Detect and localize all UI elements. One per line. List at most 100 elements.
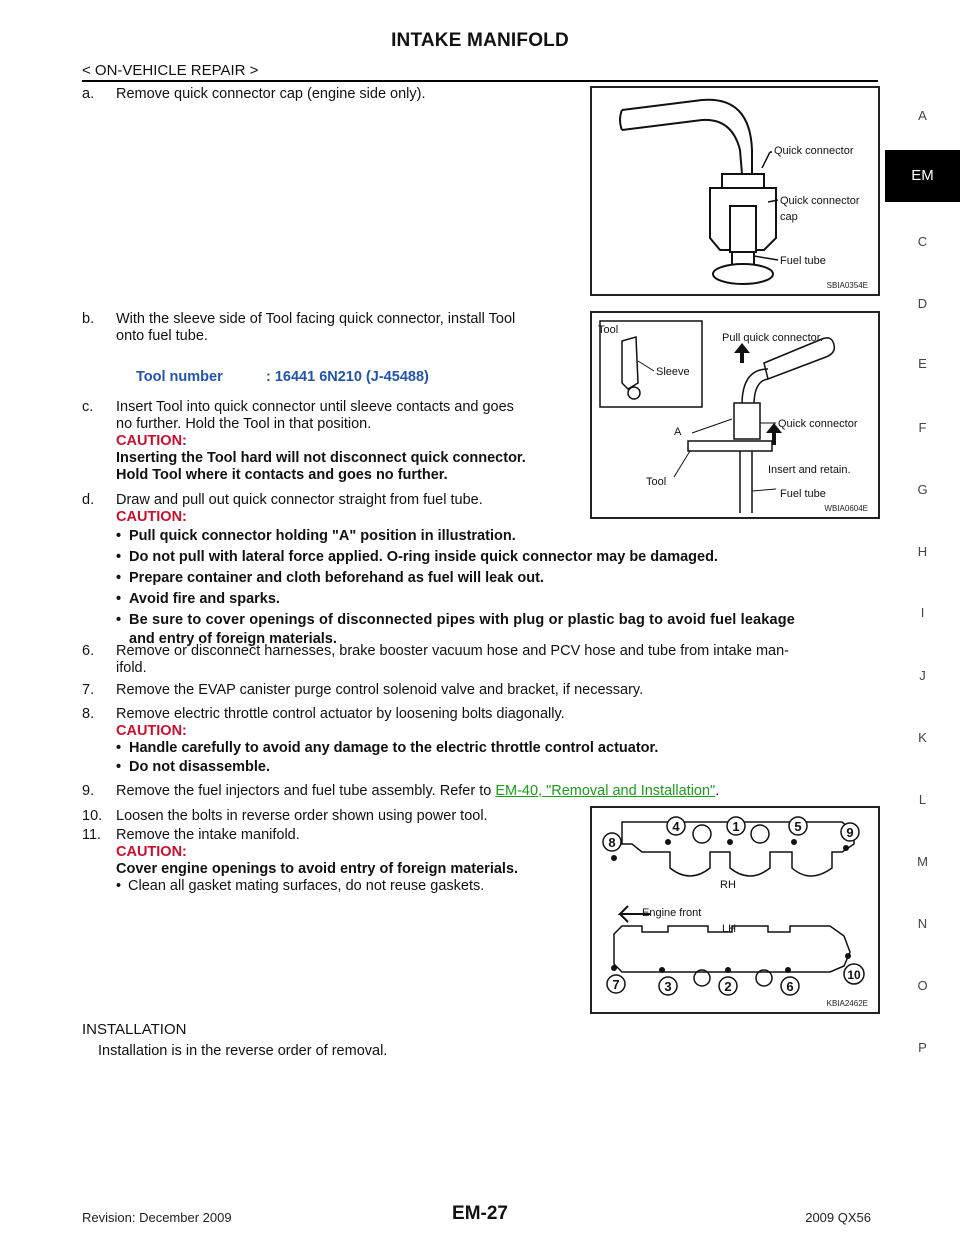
caution-label: CAUTION: [116, 844, 187, 860]
caution-text: Inserting the Tool hard will not disconn… [116, 450, 526, 466]
step-number: 7. [82, 682, 95, 698]
fig1-label: Quick connector [780, 195, 860, 207]
figure-bolt-order: 8 4 1 5 9 7 3 2 6 10 RH Engine front LH … [590, 806, 880, 1014]
removal-installation-link[interactable]: EM-40, "Removal and Installation" [495, 783, 716, 799]
step-number: d. [82, 492, 95, 508]
figure-tool-insert: Tool Sleeve Pull quick connector. Quick … [590, 311, 880, 519]
caution-bullets-d: •Pull quick connector holding "A" positi… [116, 528, 795, 647]
step-c: c. Insert Tool into quick connector unti… [82, 399, 582, 484]
bolt-number: 1 [732, 819, 739, 834]
tab-p[interactable]: P [918, 1040, 927, 1055]
step-number: 8. [82, 706, 95, 722]
fig1-label: Quick connector [774, 145, 854, 157]
step-text: Remove quick connector cap (engine side … [116, 86, 426, 102]
caution-text: Hold Tool where it contacts and goes no … [116, 467, 448, 483]
tab-em-active[interactable]: EM [885, 150, 960, 202]
step-text-line2: onto fuel tube. [116, 328, 208, 344]
tab-g[interactable]: G [917, 482, 928, 497]
bullet-text: Prepare container and cloth beforehand a… [129, 570, 544, 586]
bolt-number: 6 [786, 979, 793, 994]
bolt-number: 5 [794, 819, 801, 834]
fig3-label: Engine front [642, 907, 701, 919]
installation-heading: INSTALLATION [82, 1021, 187, 1038]
tab-m[interactable]: M [917, 854, 928, 869]
quick-connector-illustration: Quick connector Quick connector cap Fuel… [619, 98, 860, 285]
tool-number-row: Tool number : 16441 6N210 (J-45488) [136, 369, 429, 386]
tab-c[interactable]: C [917, 234, 928, 249]
step-text-line2: ifold. [116, 660, 147, 676]
figure-code: WBIA0604E [824, 504, 868, 513]
fig2-label: Tool [646, 476, 666, 488]
step-text: Remove the EVAP canister purge control s… [116, 682, 644, 698]
tab-o[interactable]: O [917, 978, 928, 993]
step-text-line1: Insert Tool into quick connector until s… [116, 399, 514, 415]
figure-quick-connector-cap: Quick connector Quick connector cap Fuel… [590, 86, 880, 296]
step-text-line1: With the sleeve side of Tool facing quic… [116, 311, 516, 327]
installation-text: Installation is in the reverse order of … [98, 1043, 388, 1059]
bullet-text: Pull quick connector holding "A" positio… [129, 528, 516, 544]
step-text-end: . [715, 783, 720, 799]
bolt-number: 3 [664, 979, 671, 994]
bolt-number: 8 [608, 835, 615, 850]
tool-number-label: Tool number [136, 369, 223, 385]
step-number: 10. [82, 808, 103, 824]
step-text: Loosen the bolts in reverse order shown … [116, 808, 488, 824]
step-11: 11. Remove the intake manifold. CAUTION:… [82, 827, 582, 897]
step-number: 9. [82, 783, 95, 799]
fig2-label: Insert and retain. [768, 464, 851, 476]
tab-l[interactable]: L [918, 792, 927, 807]
step-d: d. Draw and pull out quick connector str… [82, 492, 882, 526]
bullet-text-continued: and entry of foreign materials. [129, 631, 337, 647]
bullet-text: Handle carefully to avoid any damage to … [129, 740, 659, 756]
step-text: Draw and pull out quick connector straig… [116, 492, 483, 508]
step-number: 11. [82, 827, 102, 843]
bullet-text: Be sure to cover openings of disconnecte… [129, 612, 795, 628]
fig1-label: Fuel tube [780, 255, 826, 267]
step-number: c. [82, 399, 94, 415]
bolt-number: 9 [846, 825, 853, 840]
step-text: Remove the fuel injectors and fuel tube … [116, 783, 496, 799]
tab-k[interactable]: K [918, 730, 927, 745]
footer-page-number: EM-27 [452, 1203, 508, 1224]
bolt-number: 7 [612, 977, 619, 992]
fig2-label: Fuel tube [780, 488, 826, 500]
tool-sleeve-illustration: Tool Sleeve Pull quick connector. Quick … [598, 320, 858, 513]
fig2-label: Sleeve [656, 366, 690, 378]
tab-n[interactable]: N [917, 916, 928, 931]
fig2-label: Pull quick connector. [722, 332, 823, 344]
bullet-text: Do not disassemble. [129, 759, 271, 775]
fig3-label: LH [722, 923, 736, 935]
caution-label: CAUTION: [116, 433, 187, 449]
figure-code: KBIA2462E [826, 999, 868, 1008]
figure-code: SBIA0354E [826, 281, 868, 290]
note-text: Clean all gasket mating surfaces, do not… [128, 878, 485, 894]
fig2-label: A [674, 426, 682, 438]
tab-d[interactable]: D [917, 296, 928, 311]
tab-h[interactable]: H [917, 544, 928, 559]
intake-manifold-bolt-diagram: 8 4 1 5 9 7 3 2 6 10 RH Engine front LH [602, 816, 865, 996]
bullet-text: Avoid fire and sparks. [129, 591, 280, 607]
tab-i[interactable]: I [920, 605, 925, 620]
step-8: 8. Remove electric throttle control actu… [82, 706, 882, 778]
page-title: INTAKE MANIFOLD [391, 30, 569, 51]
step-6: 6. Remove or disconnect harnesses, brake… [82, 643, 882, 677]
tab-a[interactable]: A [918, 108, 927, 123]
caution-label: CAUTION: [116, 723, 187, 739]
fig2-label: Tool [598, 324, 618, 336]
bolt-number: 4 [672, 819, 680, 834]
tool-number-value: : 16441 6N210 (J-45488) [266, 369, 429, 385]
header-rule [82, 80, 878, 82]
footer-revision: Revision: December 2009 [82, 1210, 232, 1225]
tab-j[interactable]: J [919, 668, 926, 683]
step-number: b. [82, 311, 95, 327]
fig2-label: Quick connector [778, 418, 858, 430]
tab-e[interactable]: E [918, 356, 927, 371]
caution-label: CAUTION: [116, 509, 187, 525]
fig3-label: RH [720, 879, 736, 891]
step-text: Remove the intake manifold. [116, 827, 300, 843]
step-b: b. With the sleeve side of Tool facing q… [82, 311, 577, 345]
caution-text: Cover engine openings to avoid entry of … [116, 861, 519, 877]
tab-f[interactable]: F [918, 420, 927, 435]
fig1-label: cap [780, 211, 798, 223]
bullet-text: Do not pull with lateral force applied. … [129, 549, 718, 565]
